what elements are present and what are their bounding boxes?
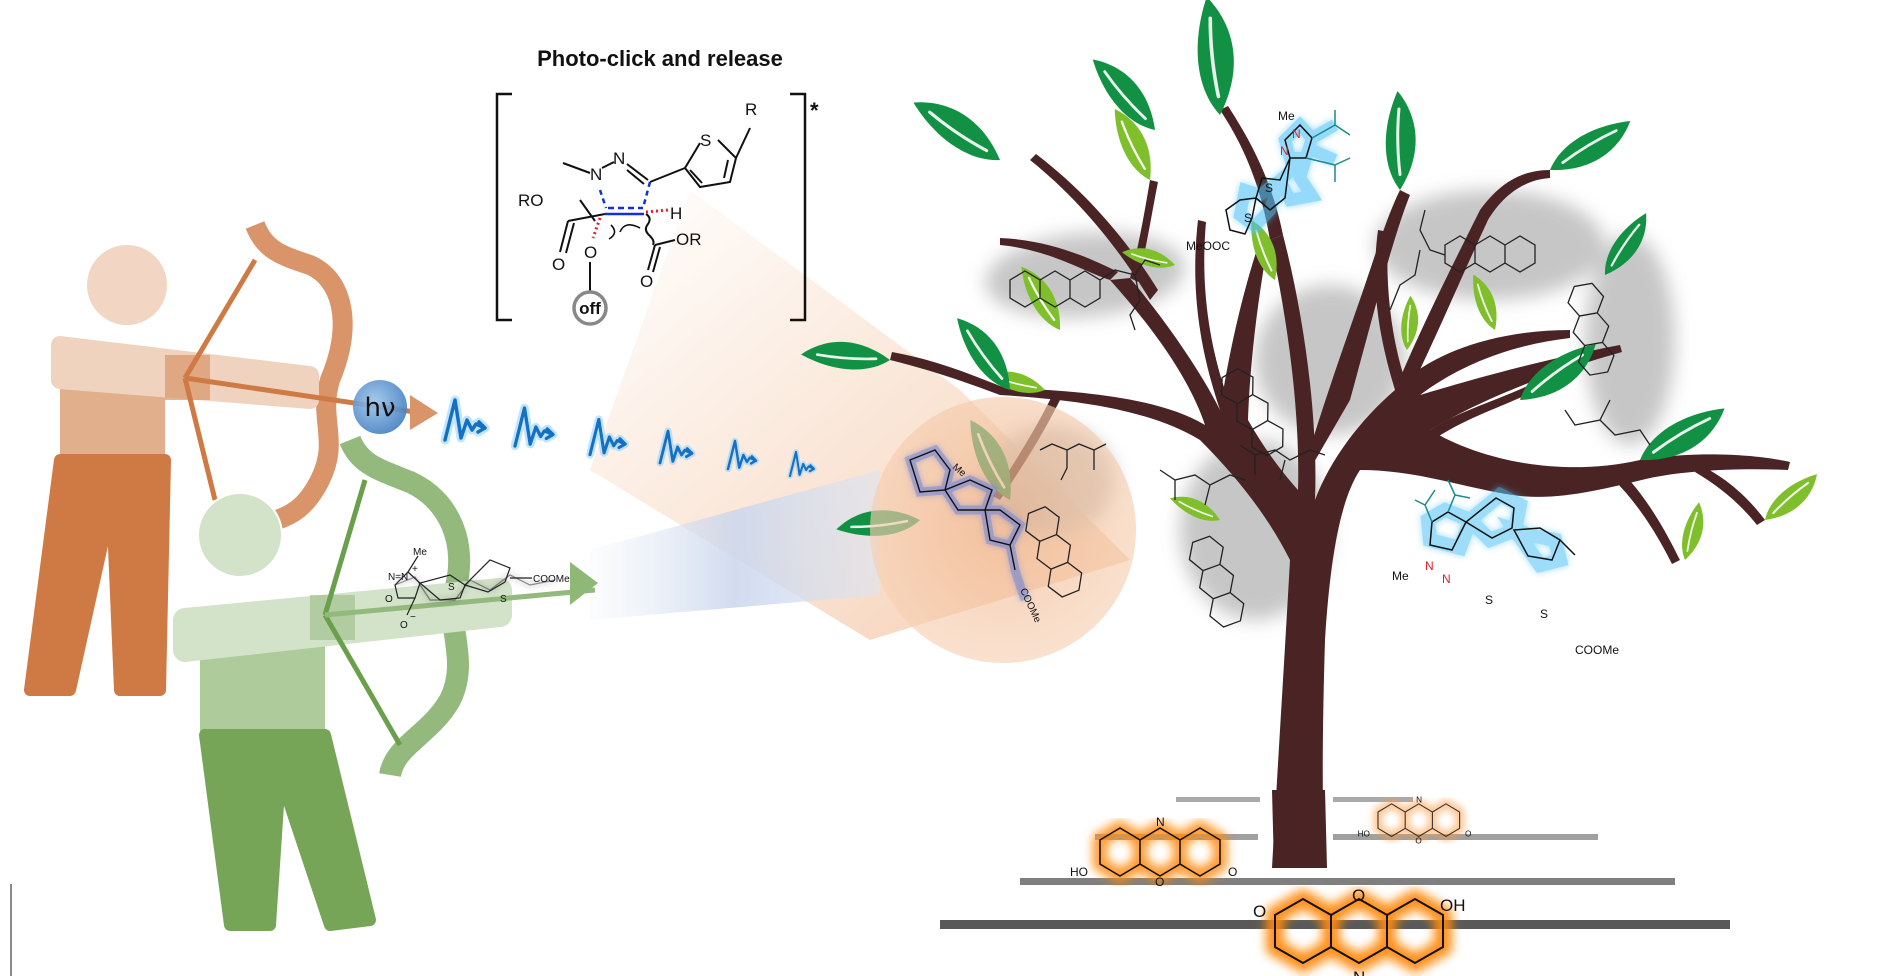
figure-title: Photo-click and release (537, 46, 783, 71)
ts-s-label: S (700, 131, 711, 150)
ts-or-label: OR (676, 230, 702, 249)
green-arrowhead (570, 562, 598, 605)
left-resorufin-keto: O (1228, 865, 1237, 879)
leaf-light (1682, 502, 1704, 560)
small-resorufin-ho: HO (1358, 829, 1370, 838)
magnifier-circle: COOMe Me (870, 397, 1136, 663)
top-n1-label: N (1292, 127, 1301, 141)
resorufin-large: O O N OH (1253, 886, 1466, 976)
ts-h-label: H (670, 204, 682, 223)
sydnone-plus-label: + (412, 564, 418, 575)
transition-state-inset: Photo-click and release * (495, 46, 819, 326)
left-resorufin-n: N (1156, 815, 1165, 829)
orange-bow (245, 220, 353, 532)
small-resorufin-keto: O (1465, 829, 1471, 838)
leaf-dark (913, 102, 1000, 161)
light-wave-arrow (586, 415, 630, 459)
sydnone-exo-o-label: O (400, 620, 408, 631)
caged-resorufin-molecules (1009, 209, 1651, 628)
light-wave-arrow (787, 449, 817, 479)
light-wave-arrows (440, 395, 817, 479)
small-resorufin-o: O (1415, 836, 1421, 845)
pyrazoline-product-right: Me N N S S COOMe (1392, 479, 1619, 657)
ts-ro-label: RO (518, 191, 544, 210)
sydnone-bithiophene-molecule: Me + N=N O O − S S COOMe (385, 547, 570, 631)
left-resorufin-o: O (1155, 875, 1164, 889)
ts-o-link-label: O (584, 243, 597, 262)
left-resorufin-ho: HO (1070, 865, 1088, 879)
light-wave-arrow (724, 437, 760, 473)
right-s2-label: S (1540, 607, 1548, 621)
sydnone-s2-label: S (500, 594, 507, 605)
leaf-dark (801, 341, 890, 370)
leaf-dark (1640, 408, 1725, 461)
sydnone-methyl-label: Me (413, 547, 427, 558)
left-bracket (495, 92, 512, 322)
ts-n2-label: N (613, 149, 625, 168)
leaf-light (1251, 220, 1277, 280)
top-s1-label: S (1265, 181, 1273, 195)
hv-label: hν (364, 393, 395, 423)
sydnone-ring-o-label: O (385, 594, 393, 605)
right-ester-label: COOMe (1575, 643, 1619, 657)
leaf-light (1401, 295, 1419, 350)
top-s2-label: S (1244, 211, 1252, 225)
green-archer (173, 435, 598, 931)
sydnone-s1-label: S (448, 582, 455, 593)
caging-group-badge (572, 290, 608, 326)
light-wave-arrow (440, 395, 490, 445)
leaf-dark (1604, 213, 1647, 275)
leaf-light (1473, 274, 1497, 330)
leaf-dark (1520, 344, 1596, 400)
orange-archer-head (87, 245, 167, 325)
right-s1-label: S (1485, 593, 1493, 607)
leaf-dark (1550, 120, 1631, 171)
blue-light-cone (590, 470, 880, 620)
light-source: hν (353, 380, 407, 434)
top-ester-label: MeOOC (1186, 239, 1230, 253)
resorufin-small: HO N O O (1358, 795, 1472, 845)
right-n2-label: N (1442, 572, 1451, 586)
right-bracket (790, 92, 807, 322)
light-wave-arrow (510, 403, 558, 451)
leaf-light (1765, 474, 1817, 520)
large-resorufin-n: N (1353, 968, 1365, 976)
orange-archer (24, 220, 438, 696)
leaf-dark (1197, 0, 1234, 115)
ts-n1-label: N (590, 165, 602, 184)
excited-state-asterisk: * (810, 98, 819, 123)
resorufin-left: HO N O O (1070, 815, 1237, 889)
green-archer-head (197, 492, 283, 578)
large-resorufin-o: O (1352, 886, 1365, 905)
ts-o-right-label: O (640, 272, 653, 291)
orange-arrowhead (410, 395, 438, 430)
large-resorufin-keto: O (1253, 902, 1266, 921)
leaf-dark (957, 318, 1010, 390)
right-methyl-label: Me (1392, 569, 1409, 583)
pyrazoline-product-top: Me N N S S MeOOC (1186, 109, 1351, 253)
leaf-dark (1092, 59, 1155, 130)
small-resorufin-n: N (1416, 795, 1422, 804)
right-n1-label: N (1425, 559, 1434, 573)
sydnone-ring-n-label: N=N (388, 572, 408, 583)
sydnone-ester-label: COOMe (533, 574, 570, 585)
large-resorufin-oh: OH (1440, 896, 1466, 915)
top-n2-label: N (1280, 144, 1289, 158)
sydnone-minus-label: − (410, 612, 416, 623)
ts-o-left-label: O (552, 255, 565, 274)
leaf-light (1114, 109, 1151, 180)
top-methyl-label: Me (1278, 109, 1295, 123)
leaf-light (1122, 248, 1175, 268)
cage-off-label: off (579, 299, 601, 318)
ts-r-label: R (745, 100, 757, 119)
leaf-dark (1385, 90, 1416, 190)
light-wave-arrow (656, 427, 696, 467)
leaf-light (1170, 496, 1220, 521)
